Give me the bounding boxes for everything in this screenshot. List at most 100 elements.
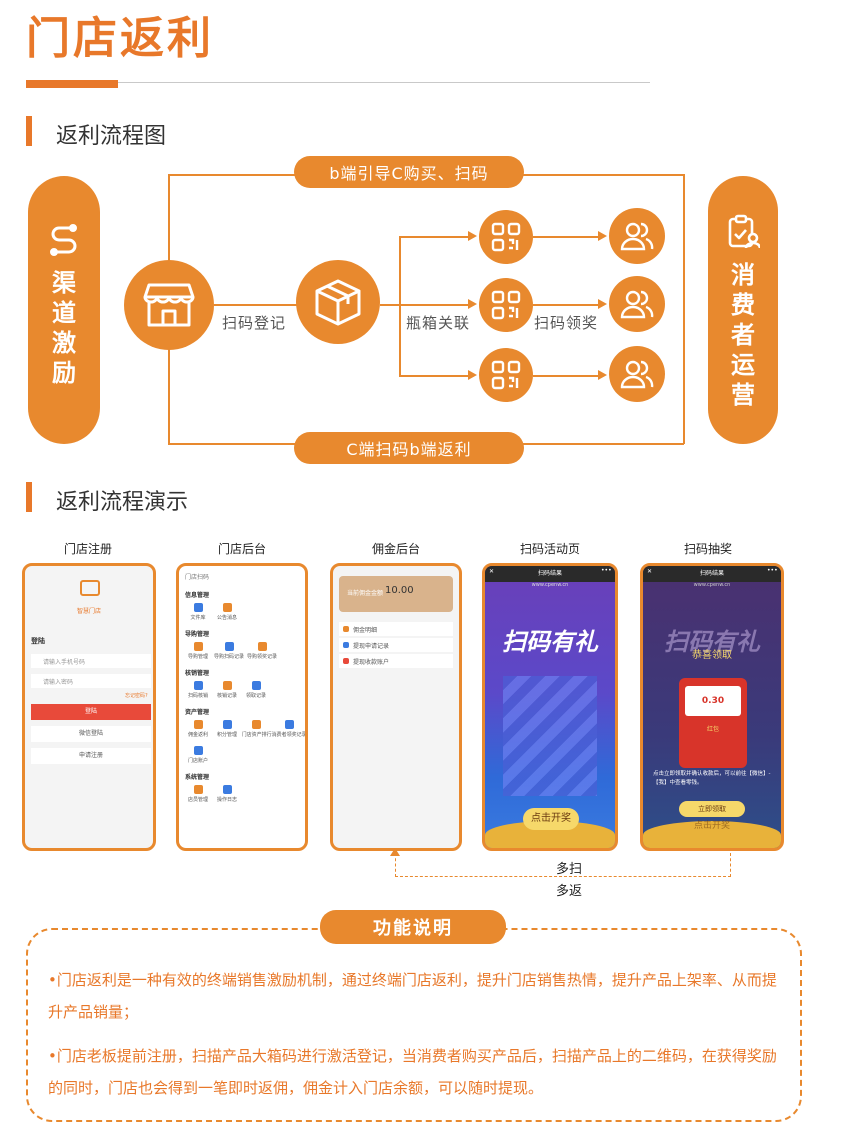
backend-menu-item[interactable]: 核销记录 bbox=[214, 681, 240, 699]
commission-menu-row[interactable]: 提现收款账户 bbox=[339, 654, 453, 668]
activity-open-button[interactable]: 点击开奖 bbox=[523, 808, 579, 830]
menu-item-icon bbox=[224, 642, 234, 651]
backend-menu-item[interactable]: 操作日志 bbox=[214, 785, 240, 803]
qr-icon bbox=[491, 360, 521, 390]
row-icon bbox=[343, 658, 349, 664]
backend-menu-item[interactable]: 导购管理 bbox=[185, 642, 211, 660]
users-node-3 bbox=[609, 346, 665, 402]
coins-art bbox=[643, 821, 781, 848]
menu-item-icon bbox=[257, 642, 267, 651]
label-scan-reward: 扫码领奖 bbox=[534, 314, 599, 332]
password-input[interactable]: 请输入密码 bbox=[31, 674, 151, 688]
box-icon bbox=[315, 279, 361, 326]
menu-item-label: 公告消息 bbox=[216, 615, 237, 621]
route-icon bbox=[50, 224, 77, 256]
menu-item-icon bbox=[193, 746, 203, 755]
row-label: 佣金明细 bbox=[353, 626, 378, 634]
section-marker bbox=[26, 482, 32, 512]
menu-item-label: 店员管理 bbox=[187, 797, 208, 803]
multi-return-label: 多返 bbox=[556, 884, 583, 899]
menu-item-icon bbox=[222, 785, 232, 794]
consumer-operation-label: 消费者运营 bbox=[731, 261, 755, 409]
row-icon bbox=[343, 642, 349, 648]
claim-now-button[interactable]: 立即领取 bbox=[679, 801, 745, 817]
phone-commission-backend: 当前佣金金额 10.00 佣金明细提现申请记录提现收款账户 bbox=[330, 563, 462, 851]
backend-menu-item[interactable]: 文件库 bbox=[185, 603, 211, 621]
bottom-flow-pill: C端扫码b端返利 bbox=[294, 432, 524, 464]
function-paragraph-1: •门店返利是一种有效的终端销售激励机制，通过终端门店返利，提升门店销售热情，提升… bbox=[48, 971, 777, 1021]
commission-menu: 佣金明细提现申请记录提现收款账户 bbox=[339, 622, 453, 670]
backend-menu-item[interactable]: 佣金返利 bbox=[185, 720, 211, 738]
qr-node-2 bbox=[479, 278, 533, 332]
phone-scan-activity: 扫码结果 ✕ ••• www.cpenw.cn 扫码有礼 点击开奖 bbox=[482, 563, 618, 851]
backend-menu-item[interactable]: 公告消息 bbox=[214, 603, 240, 621]
row-label: 提现收款账户 bbox=[353, 658, 390, 666]
menu-item-icon bbox=[251, 681, 261, 690]
login-button[interactable]: 登陆 bbox=[31, 704, 151, 720]
function-description-title: 功能说明 bbox=[320, 910, 506, 944]
menu-item-label: 门店资产排行 bbox=[241, 732, 272, 738]
menu-item-label: 消费者领奖记录 bbox=[271, 732, 307, 738]
forgot-password-link[interactable]: 忘记密码? bbox=[125, 693, 148, 699]
password-input-placeholder: 请输入密码 bbox=[43, 679, 74, 686]
backend-menu-group-title: 导购管理 bbox=[185, 631, 210, 638]
packet-label: 红包 bbox=[706, 726, 719, 733]
backend-top-label: 门店扫码 bbox=[185, 574, 210, 581]
close-icon[interactable]: ✕ bbox=[647, 568, 653, 575]
backend-menu-item[interactable]: 导购领奖记录 bbox=[247, 642, 277, 660]
brand-logo bbox=[80, 580, 100, 596]
top-flow-pill: b端引导C购买、扫码 bbox=[294, 156, 524, 188]
caption-commission-backend: 佣金后台 bbox=[371, 542, 420, 556]
balance-label: 当前佣金金额 bbox=[347, 590, 384, 597]
backend-menu-group-title: 资产管理 bbox=[185, 709, 210, 716]
commission-menu-row[interactable]: 提现申请记录 bbox=[339, 638, 453, 652]
backend-menu-item[interactable]: 消费者领奖记录 bbox=[271, 720, 307, 738]
packet-amount: 0.30 bbox=[685, 686, 741, 716]
lottery-open-button-behind: 点击开奖 bbox=[693, 821, 730, 831]
commission-menu-row[interactable]: 佣金明细 bbox=[339, 622, 453, 636]
backend-menu-item[interactable]: 领取记录 bbox=[243, 681, 269, 699]
backend-menu-item[interactable]: 门店资产排行 bbox=[241, 720, 272, 738]
caption-scan-activity: 扫码活动页 bbox=[519, 542, 580, 556]
brand-name: 智慧门店 bbox=[76, 608, 101, 615]
qr-icon bbox=[491, 222, 521, 252]
menu-item-icon bbox=[193, 785, 203, 794]
clipboard-icon bbox=[728, 214, 760, 249]
backend-menu-group-title: 信息管理 bbox=[185, 592, 210, 599]
users-icon bbox=[620, 360, 654, 389]
users-icon bbox=[620, 290, 654, 319]
menu-item-label: 领取记录 bbox=[245, 693, 266, 699]
menu-item-label: 导购领奖记录 bbox=[247, 654, 278, 660]
section-marker bbox=[26, 116, 32, 146]
lottery-header: 扫码结果 bbox=[699, 570, 724, 577]
function-paragraph-2: •门店老板提前注册，扫描产品大箱码进行激活登记，当消费者购买产品后，扫描产品上的… bbox=[48, 1047, 777, 1097]
backend-menu-item[interactable]: 导购扫码记录 bbox=[214, 642, 244, 660]
phone-input[interactable]: 请输入手机号码 bbox=[31, 654, 151, 668]
apply-register-button[interactable]: 申请注册 bbox=[31, 748, 151, 764]
menu-item-label: 导购管理 bbox=[187, 654, 208, 660]
qr-node-1 bbox=[479, 210, 533, 264]
login-heading: 登陆 bbox=[31, 637, 45, 645]
users-node-2 bbox=[609, 276, 665, 332]
section-title-flow-demo: 返利流程演示 bbox=[56, 490, 189, 515]
menu-item-label: 扫码核销 bbox=[187, 693, 208, 699]
backend-menu-item[interactable]: 积分管理 bbox=[214, 720, 240, 738]
backend-menu-group-title: 系统管理 bbox=[185, 774, 210, 781]
activity-url: www.cpenw.cn bbox=[531, 582, 569, 588]
menu-item-icon bbox=[193, 720, 203, 729]
activity-city-art bbox=[503, 676, 597, 796]
flow-diagram: 渠道激励 消费者运营 b端引导C购买、扫码 C端扫码b端返利 扫码登记 bbox=[0, 150, 842, 464]
phone-input-placeholder: 请输入手机号码 bbox=[43, 659, 86, 666]
backend-menu-item[interactable]: 扫码核销 bbox=[185, 681, 211, 699]
more-icon[interactable]: ••• bbox=[767, 567, 778, 574]
lottery-note: 点击立即领取并确认收款后，可以前往【微信】-【我】中查看零钱。 bbox=[653, 771, 771, 786]
multi-scan-label: 多扫 bbox=[556, 862, 583, 877]
more-icon[interactable]: ••• bbox=[601, 567, 612, 574]
caption-scan-lottery: 扫码抽奖 bbox=[683, 542, 732, 556]
backend-menu-item[interactable]: 店员管理 bbox=[185, 785, 211, 803]
close-icon[interactable]: ✕ bbox=[489, 568, 495, 575]
backend-menu-item[interactable]: 门店账户 bbox=[185, 746, 211, 764]
wechat-login-button[interactable]: 微信登陆 bbox=[31, 726, 151, 742]
backend-menu-group: 资产管理佣金返利积分管理门店资产排行消费者领奖记录 bbox=[185, 707, 305, 738]
users-node-1 bbox=[609, 208, 665, 264]
